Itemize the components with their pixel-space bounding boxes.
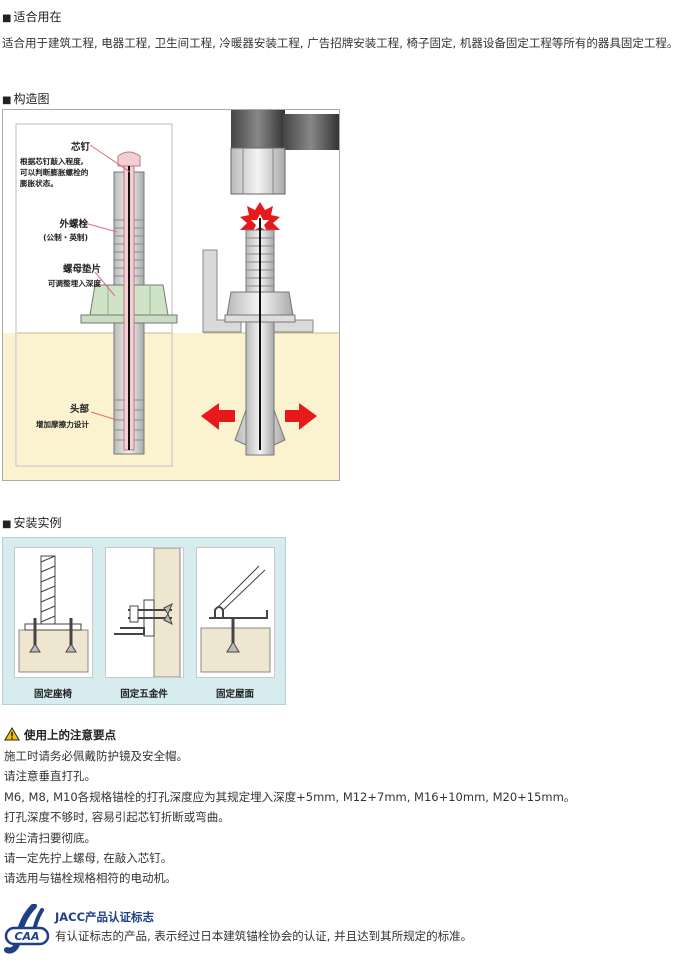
expand-right-arrow-icon [285, 403, 317, 430]
label-nut-washer: 螺母垫片 [63, 263, 101, 275]
installation-examples: 固定座椅 固定五金件 固定屋面 [2, 537, 286, 705]
warning-icon [4, 727, 20, 744]
jacc-logo-icon: CAA [4, 903, 50, 957]
leader-lines [80, 144, 131, 421]
svg-text:增加摩擦力设计: 增加摩擦力设计 [36, 419, 90, 429]
expand-left-arrow-icon [201, 403, 235, 430]
anchor-installed [224, 218, 296, 456]
label-core-pin: 芯钉 [71, 141, 91, 153]
jacc-description: 有认证标志的产品, 表示经过日本建筑锚栓协会的认证, 并且达到其所规定的标准。 [55, 929, 473, 943]
note-item: 打孔深度不够时, 容易引起芯钉折断或弯曲。 [4, 810, 230, 825]
square-bullet-icon: ■ [2, 519, 12, 530]
example-label-hardware: 固定五金件 [120, 689, 168, 700]
structure-diagram: 芯钉 根据芯钉敲入程度, 可以判断膨胀螺栓的 膨胀状态。 外螺栓 (公制・英制)… [2, 109, 340, 481]
note-item: 粉尘清扫要彻底。 [4, 830, 96, 845]
svg-text:可调整埋入深度: 可调整埋入深度 [48, 278, 102, 288]
seat-fixing-illustration [18, 555, 89, 673]
example-card-hardware [105, 547, 184, 678]
label-head: 头部 [70, 403, 90, 415]
jacc-title: JACC产品认证标志 [55, 910, 155, 924]
svg-text:根据芯钉敲入程度,: 根据芯钉敲入程度, [20, 156, 84, 166]
notes-title: 使用上的注意要点 [4, 727, 116, 744]
example-label-seat: 固定座椅 [33, 689, 72, 700]
note-item: 请选用与锚栓规格相符的电动机。 [4, 871, 177, 886]
svg-text:膨胀状态。: 膨胀状态。 [19, 178, 58, 188]
usage-description: 适合用于建筑工程, 电器工程, 卫生间工程, 冷暖器安装工程, 广告招牌安装工程… [2, 36, 679, 50]
examples-section-title: ■安装实例 [2, 516, 62, 530]
hardware-fixing-illustration [114, 547, 181, 678]
svg-text:CAA: CAA [14, 930, 39, 943]
note-item: M6, M8, M10各规格锚栓的打孔深度应为其规定埋入深度+5mm, M12+… [4, 789, 576, 804]
note-item: 请注意垂直打孔。 [4, 769, 96, 784]
example-card-seat [14, 547, 93, 678]
note-item: 施工时请务必佩戴防护镜及安全帽。 [4, 749, 188, 763]
svg-text:可以判断膨胀螺栓的: 可以判断膨胀螺栓的 [20, 167, 89, 177]
usage-section-title: ■适合用在 [2, 10, 62, 24]
structure-diagram-svg: 芯钉 根据芯钉敲入程度, 可以判断膨胀螺栓的 膨胀状态。 外螺栓 (公制・英制)… [3, 110, 339, 480]
anchor-cutaway [80, 151, 178, 455]
square-bullet-icon: ■ [2, 13, 12, 24]
example-card-roof [196, 547, 275, 678]
square-bullet-icon: ■ [2, 95, 12, 106]
structure-section-title: ■构造图 [2, 92, 50, 106]
label-outer-bolt: 外螺栓 [58, 218, 88, 230]
hammer-icon [230, 110, 339, 195]
roof-fixing-illustration [200, 565, 271, 673]
svg-text:(公制・英制): (公制・英制) [43, 232, 88, 242]
example-label-roof: 固定屋面 [215, 689, 254, 700]
notes-list: 施工时请务必佩戴防护镜及安全帽。 请注意垂直打孔。 M6, M8, M10各规格… [4, 746, 575, 889]
note-item: 请一定先拧上螺母, 在敲入芯钉。 [4, 851, 173, 866]
